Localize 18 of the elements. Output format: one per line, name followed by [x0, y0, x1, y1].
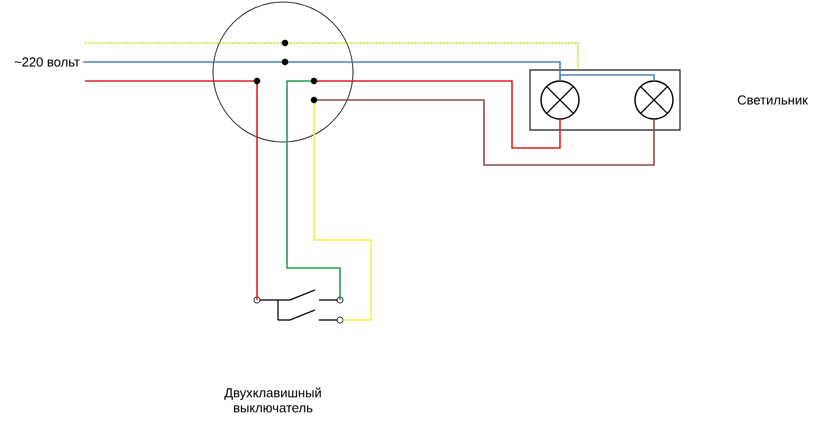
wire	[347, 99, 655, 166]
wire	[85, 80, 214, 82]
caption-text: Двухклавишный выключатель	[224, 388, 321, 412]
wire	[559, 74, 655, 81]
wire	[346, 42, 579, 70]
wire	[286, 142, 341, 300]
caption-text: Светильник	[738, 95, 808, 105]
wire	[256, 137, 258, 300]
luminaire-box	[529, 69, 681, 131]
wire	[352, 80, 561, 149]
junction-box-drawing	[212, 2, 354, 142]
lamp-symbol	[540, 80, 580, 120]
switch-symbol	[254, 289, 344, 324]
wire	[85, 42, 220, 44]
wire	[313, 134, 372, 321]
lamp-symbol	[634, 80, 674, 120]
voltage-label: ~220 вольт	[14, 57, 80, 67]
wire	[83, 61, 214, 63]
